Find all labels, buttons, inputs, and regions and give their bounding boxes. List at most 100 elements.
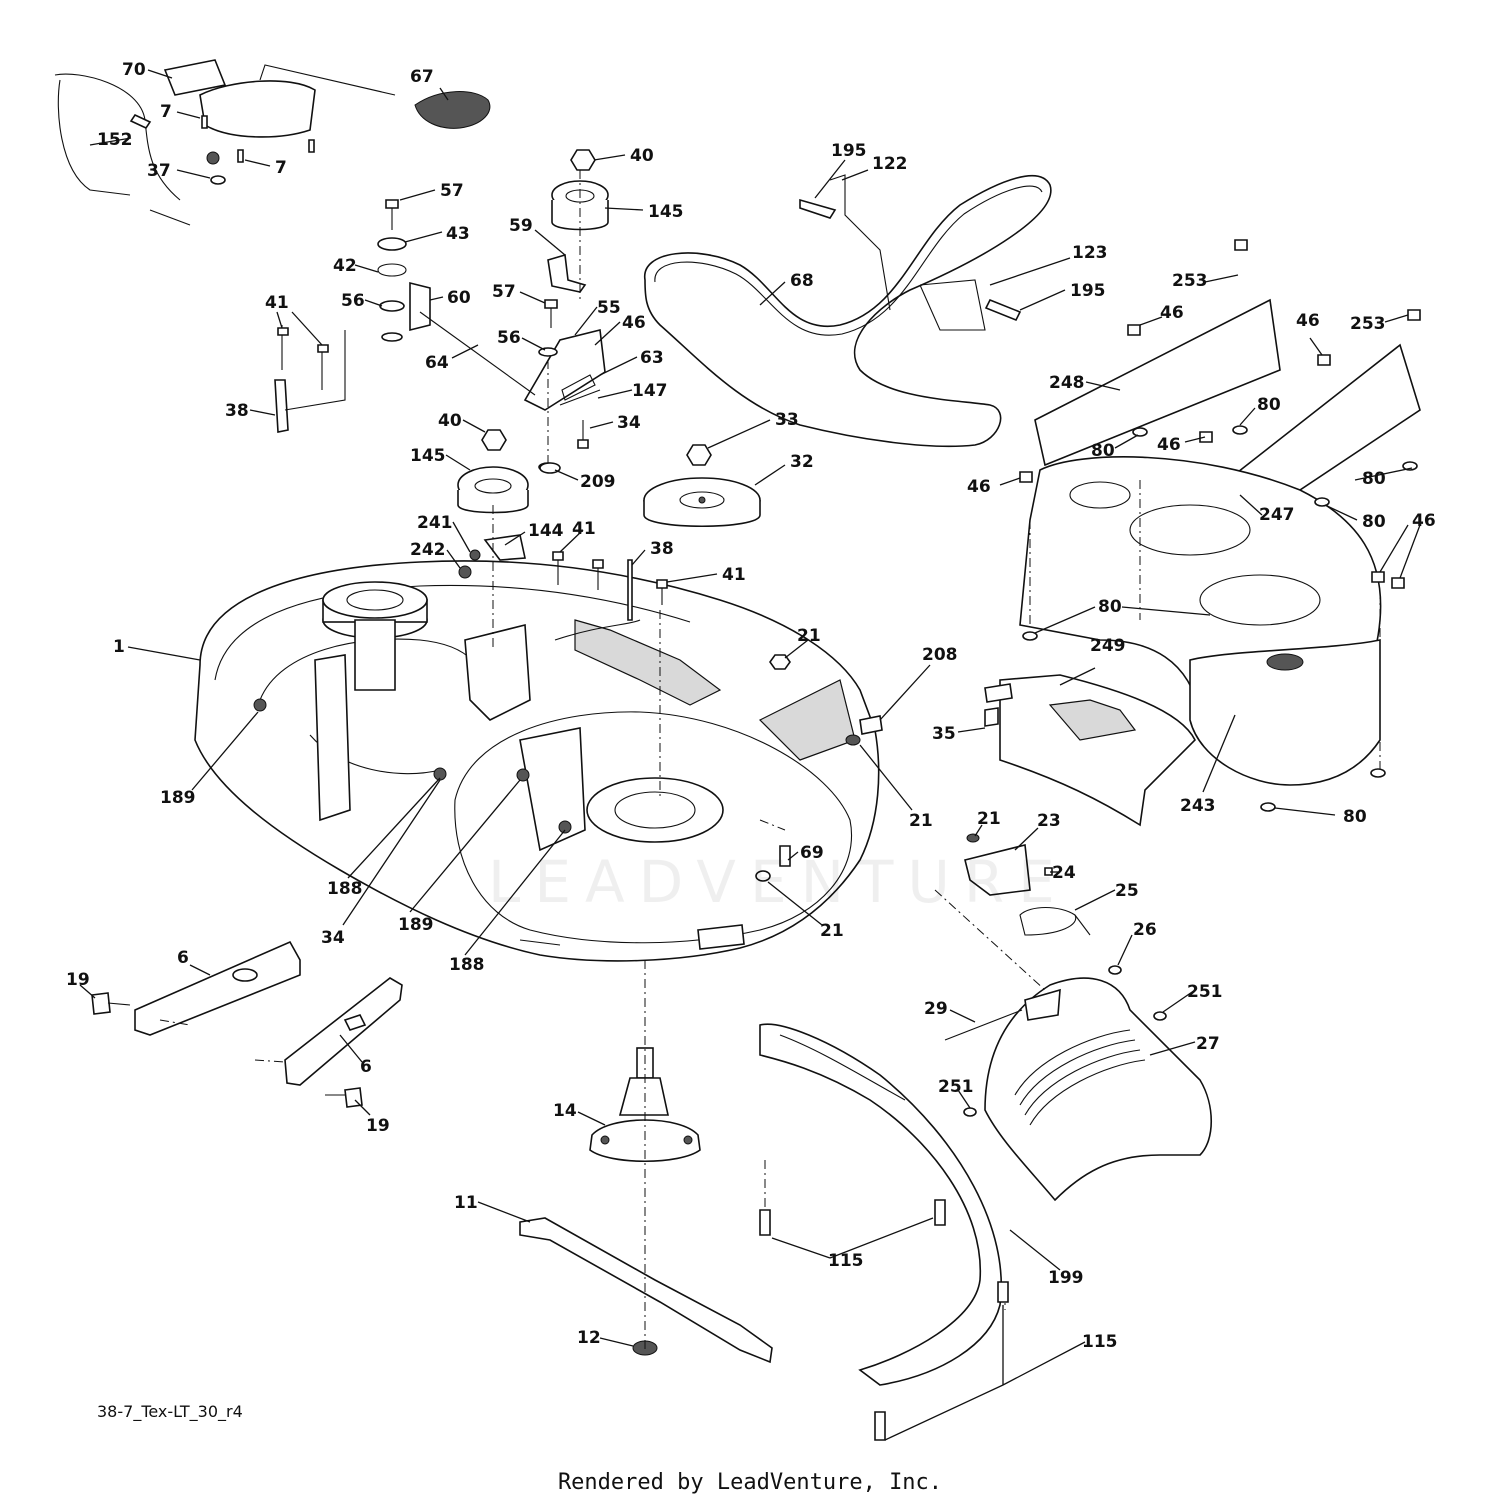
drawing-code: 38-7_Tex-LT_30_r4	[97, 1402, 243, 1421]
callout-label: 46	[1160, 303, 1184, 323]
callout-label: 21	[977, 809, 1001, 829]
callout-label: 189	[160, 788, 196, 808]
callout-label: 6	[360, 1057, 372, 1077]
callout-label: 208	[922, 645, 958, 665]
callout-label: 42	[333, 256, 357, 276]
callout-label: 7	[275, 158, 287, 178]
fastener-icons	[277, 199, 1421, 1441]
callout-label: 251	[1187, 982, 1223, 1002]
callout-label: 6	[177, 948, 189, 968]
callout-label: 80	[1362, 512, 1386, 532]
callout-label: 243	[1180, 796, 1216, 816]
callout-label: 57	[440, 181, 464, 201]
belt-guide-wire	[799, 174, 1022, 331]
lift-knob	[414, 91, 491, 129]
torsion-spring	[377, 237, 536, 396]
callout-label: 123	[1072, 243, 1108, 263]
callout-label: 253	[1172, 271, 1208, 291]
chute-bracket	[964, 844, 1091, 936]
callout-label: 145	[410, 446, 446, 466]
watermark-text: LEADVENTURE	[488, 848, 1069, 916]
deck-pulley	[322, 581, 428, 691]
callout-label: 199	[1048, 1268, 1084, 1288]
callout-label: 59	[509, 216, 533, 236]
callout-label: 41	[572, 519, 596, 539]
footer-credit: Rendered by LeadVenture, Inc.	[557, 1470, 943, 1495]
callout-label: 34	[321, 928, 345, 948]
callout-label: 144	[528, 521, 564, 541]
callout-label: 64	[425, 353, 449, 373]
callout-label: 32	[790, 452, 814, 472]
callout-label: 21	[797, 626, 821, 646]
drive-belt	[644, 175, 1052, 448]
deck-hanger-arms	[91, 940, 403, 1108]
callout-label: 21	[820, 921, 844, 941]
callout-label: 43	[446, 224, 470, 244]
deck-belt-cover	[984, 298, 1421, 827]
callout-label: 241	[417, 513, 453, 533]
callout-labels: 70 67 7 152 7 37 57 43 42 56 60 41 38 64…	[66, 60, 1436, 1352]
callout-label: 55	[597, 298, 621, 318]
callout-label: 26	[1133, 920, 1157, 940]
callout-label: 46	[1412, 511, 1436, 531]
callout-label: 25	[1115, 881, 1139, 901]
callout-label: 24	[1052, 863, 1076, 883]
callout-label: 34	[617, 413, 641, 433]
callout-label: 248	[1049, 373, 1085, 393]
callout-label: 152	[97, 130, 133, 150]
callout-label: 68	[790, 271, 814, 291]
callout-label: 38	[650, 539, 674, 559]
callout-label: 115	[828, 1251, 864, 1271]
callout-label: 40	[630, 146, 654, 166]
callout-label: 247	[1259, 505, 1295, 525]
callout-label: 46	[1157, 435, 1181, 455]
callout-label: 145	[648, 202, 684, 222]
callout-label: 209	[580, 472, 616, 492]
lift-linkage-assembly	[54, 59, 396, 226]
callout-label: 242	[410, 540, 446, 560]
callout-label: 69	[800, 843, 824, 863]
callout-label: 63	[640, 348, 664, 368]
callout-label: 7	[160, 102, 172, 122]
callout-label: 1	[113, 637, 125, 657]
callout-label: 80	[1098, 597, 1122, 617]
callout-label: 12	[577, 1328, 601, 1348]
callout-label: 195	[831, 141, 867, 161]
callout-label: 19	[366, 1116, 390, 1136]
deck-lift-bars	[274, 325, 663, 641]
callout-label: 40	[438, 411, 462, 431]
callout-label: 122	[872, 154, 908, 174]
callout-label: 249	[1090, 636, 1126, 656]
callout-label: 27	[1196, 1034, 1220, 1054]
callout-leader-lines	[79, 69, 1421, 1441]
callout-label: 80	[1257, 395, 1281, 415]
discharge-chute	[944, 977, 1213, 1202]
blade-spindle	[589, 1047, 701, 1162]
callout-label: 80	[1362, 469, 1386, 489]
callout-label: 188	[327, 879, 363, 899]
mower-blade	[519, 1217, 773, 1364]
callout-label: 33	[775, 410, 799, 430]
callout-label: 46	[967, 477, 991, 497]
callout-label: 14	[553, 1101, 577, 1121]
callout-label: 46	[622, 313, 646, 333]
callout-label: 189	[398, 915, 434, 935]
callout-label: 23	[1037, 811, 1061, 831]
callout-label: 195	[1070, 281, 1106, 301]
callout-label: 35	[932, 724, 956, 744]
callout-label: 29	[924, 999, 948, 1019]
callout-label: 67	[410, 67, 434, 87]
callout-label: 19	[66, 970, 90, 990]
callout-label: 41	[722, 565, 746, 585]
callout-label: 11	[454, 1193, 478, 1213]
callout-label: 56	[497, 328, 521, 348]
callout-label: 57	[492, 282, 516, 302]
callout-label: 70	[122, 60, 146, 80]
callout-label: 115	[1082, 1332, 1118, 1352]
callout-label: 38	[225, 401, 249, 421]
callout-label: 46	[1296, 311, 1320, 331]
callout-label: 56	[341, 291, 365, 311]
callout-label: 251	[938, 1077, 974, 1097]
